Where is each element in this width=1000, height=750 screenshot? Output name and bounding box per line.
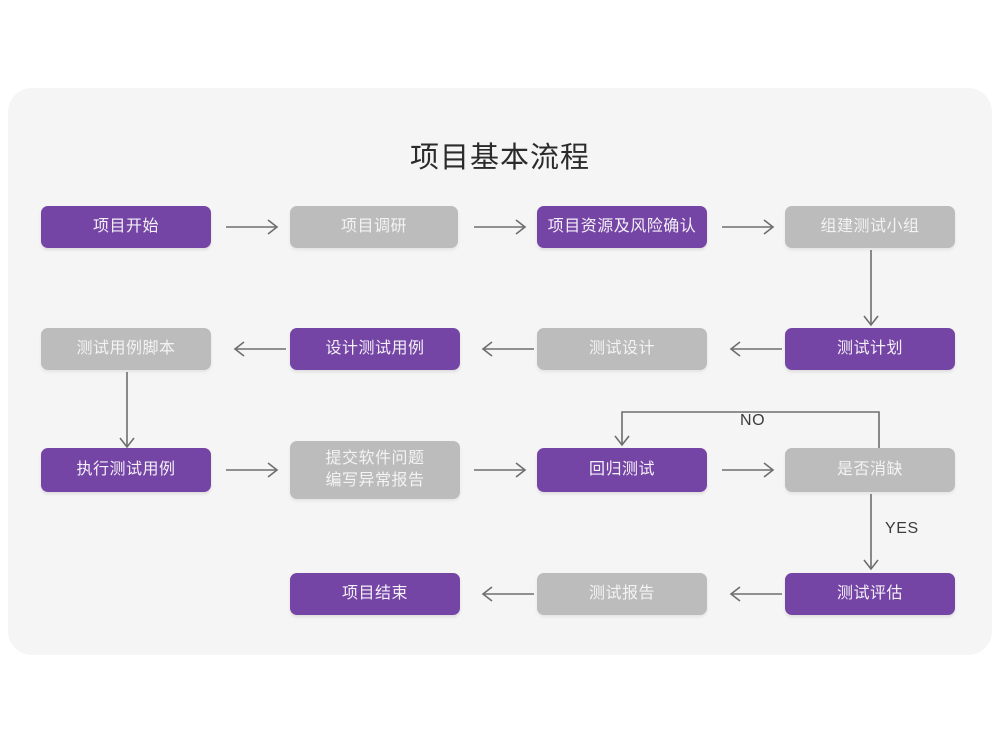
node-regression-test[interactable]: 回归测试 <box>537 448 707 492</box>
arrow-test-plan-to-test-design <box>722 338 782 360</box>
arrow-script-to-execute-cases <box>116 372 138 456</box>
node-project-start[interactable]: 项目开始 <box>41 206 211 248</box>
node-test-case-script[interactable]: 测试用例脚本 <box>41 328 211 370</box>
node-test-plan[interactable]: 测试计划 <box>785 328 955 370</box>
page-title: 项目基本流程 <box>409 142 590 174</box>
node-project-research[interactable]: 项目调研 <box>290 206 458 248</box>
arrow-report-to-project-end <box>474 583 534 605</box>
node-submit-issues-report[interactable]: 提交软件问题 编写异常报告 <box>290 441 460 499</box>
node-resource-risk-confirm[interactable]: 项目资源及风险确认 <box>537 206 707 248</box>
arrow-execute-to-submit-issues <box>226 459 286 481</box>
arrow-team-to-test-plan <box>860 250 882 334</box>
node-defect-cleared-check[interactable]: 是否消缺 <box>785 448 955 492</box>
node-execute-test-cases[interactable]: 执行测试用例 <box>41 448 211 492</box>
node-design-test-cases[interactable]: 设计测试用例 <box>290 328 460 370</box>
arrow-research-to-resources <box>474 216 534 238</box>
arrow-test-design-to-design-cases <box>474 338 534 360</box>
node-build-test-team[interactable]: 组建测试小组 <box>785 206 955 248</box>
node-test-report[interactable]: 测试报告 <box>537 573 707 615</box>
arrow-start-to-research <box>226 216 286 238</box>
arrow-design-cases-to-script <box>226 338 286 360</box>
edge-label-no: NO <box>740 412 766 429</box>
node-test-evaluation[interactable]: 测试评估 <box>785 573 955 615</box>
arrow-submit-issues-to-regression <box>474 459 534 481</box>
arrow-yes-defect-to-evaluation <box>860 494 882 578</box>
arrow-regression-to-defect-check <box>722 459 782 481</box>
flowchart-card: 项目基本流程 项目开始 项目调研 项目资源及风险确认 组建测试小组 测试用例脚本 <box>8 88 992 655</box>
node-project-end[interactable]: 项目结束 <box>290 573 460 615</box>
arrow-evaluation-to-report <box>722 583 782 605</box>
arrow-resources-to-team <box>722 216 782 238</box>
edge-label-yes: YES <box>885 520 919 537</box>
node-test-design[interactable]: 测试设计 <box>537 328 707 370</box>
